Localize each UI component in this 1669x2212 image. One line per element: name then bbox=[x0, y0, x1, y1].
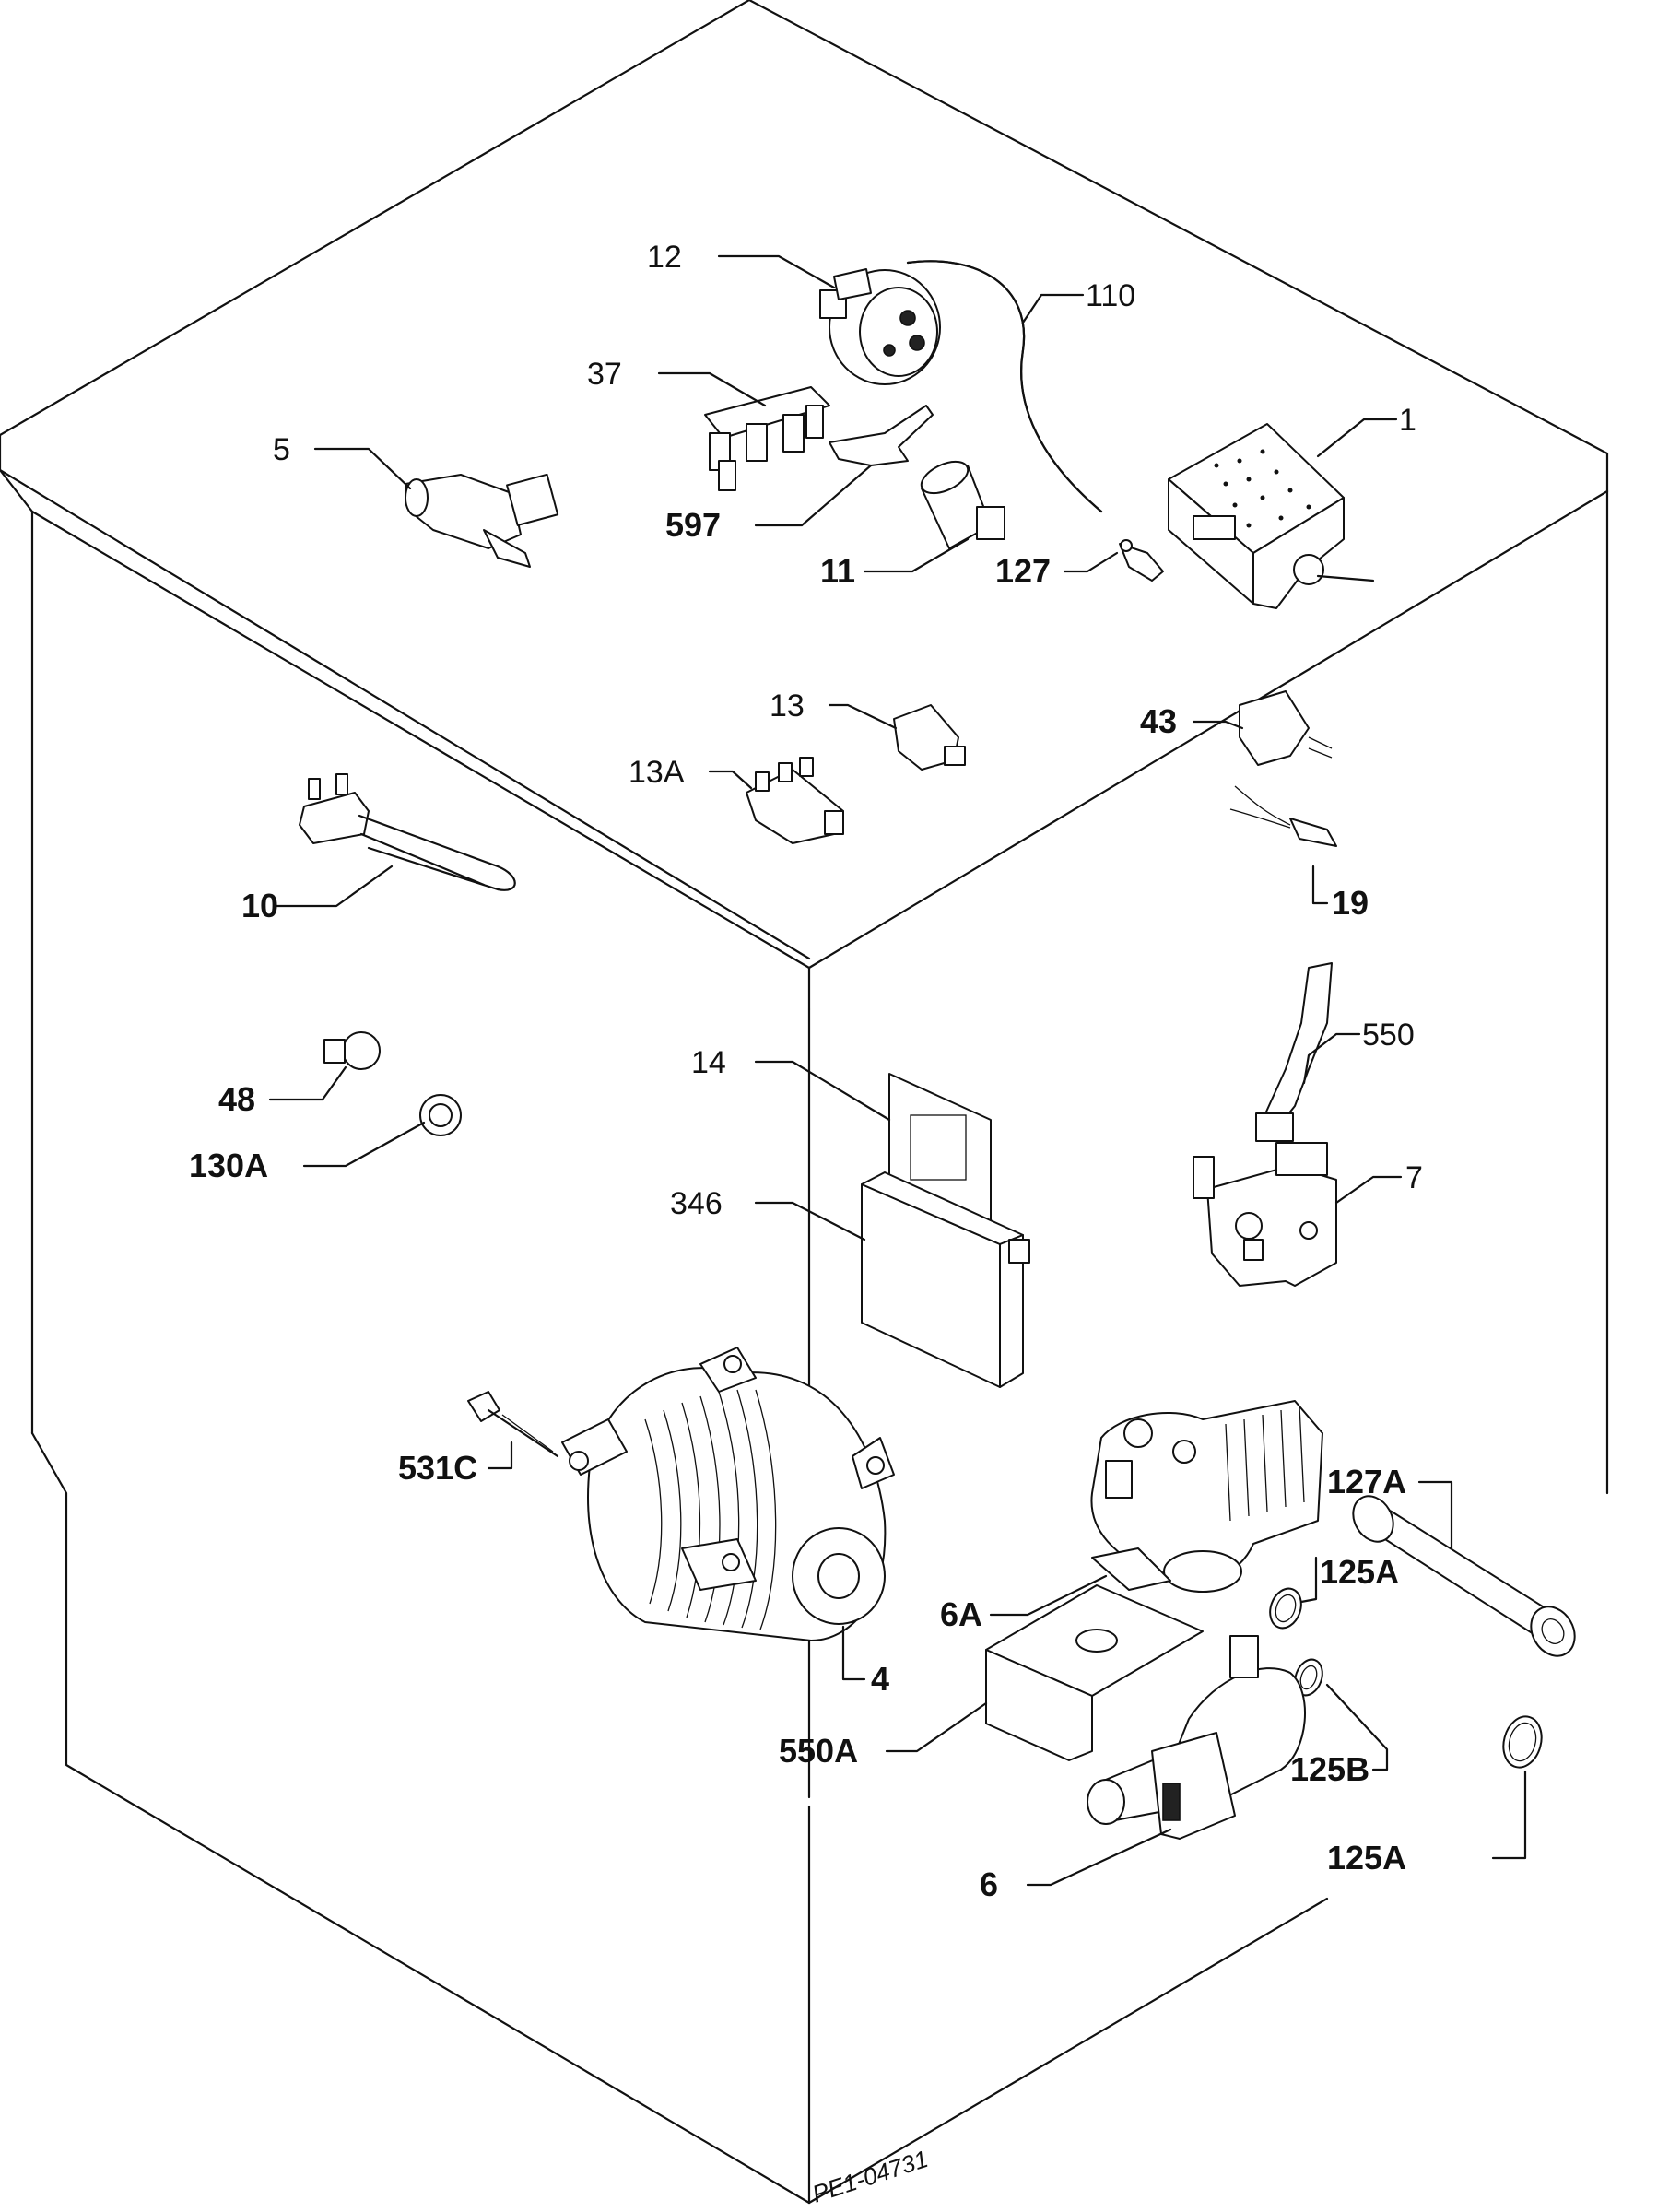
callout-125b: 125B bbox=[1290, 1750, 1369, 1788]
callout-19: 19 bbox=[1332, 884, 1369, 922]
callout-43: 43 bbox=[1140, 702, 1177, 740]
part-37-terminal-block bbox=[704, 386, 830, 491]
part-4-motor bbox=[561, 1347, 895, 1641]
callout-127a: 127A bbox=[1327, 1463, 1406, 1500]
part-597-clip bbox=[829, 405, 934, 466]
part-13a-connector bbox=[746, 757, 844, 844]
callout-4: 4 bbox=[871, 1660, 889, 1698]
part-43-connector bbox=[1239, 690, 1333, 766]
callout-37: 37 bbox=[587, 357, 622, 392]
callout-127: 127 bbox=[995, 552, 1051, 590]
part-127-connector bbox=[1119, 539, 1164, 582]
callout-10: 10 bbox=[241, 887, 278, 924]
part-48-switch bbox=[323, 1031, 381, 1070]
drawing-code: PE1-04731 bbox=[809, 2145, 932, 2208]
part-550a-bracket bbox=[985, 1584, 1204, 1761]
callout-13: 13 bbox=[770, 688, 805, 724]
callout-13a: 13A bbox=[629, 755, 685, 790]
callout-14: 14 bbox=[691, 1045, 726, 1080]
part-19-sensor bbox=[1229, 785, 1337, 847]
part-5-valve bbox=[405, 473, 559, 568]
callout-130a: 130A bbox=[189, 1147, 268, 1184]
part-125b-ring bbox=[1294, 1658, 1323, 1697]
callout-550a: 550A bbox=[779, 1732, 858, 1770]
cabinet-outline bbox=[0, 0, 1609, 2205]
part-11-capacitor bbox=[920, 460, 1005, 549]
part-531c-bolt bbox=[467, 1391, 559, 1458]
part-346-box bbox=[861, 1171, 1030, 1388]
part-10-heater bbox=[299, 773, 516, 891]
part-130a-nut bbox=[419, 1094, 462, 1136]
callout-48: 48 bbox=[218, 1080, 255, 1118]
callout-597: 597 bbox=[665, 506, 721, 544]
callout-125a-lower: 125A bbox=[1327, 1839, 1406, 1877]
part-6a-pump-housing bbox=[1090, 1400, 1323, 1593]
leader-lines bbox=[268, 254, 1527, 1887]
part-7-door-lock bbox=[1193, 1142, 1337, 1287]
callout-110: 110 bbox=[1086, 278, 1135, 313]
callout-5: 5 bbox=[273, 432, 290, 467]
part-550-lever bbox=[1255, 962, 1333, 1142]
part-1-timer bbox=[1168, 423, 1375, 609]
callout-11: 11 bbox=[820, 552, 855, 590]
callout-346: 346 bbox=[670, 1186, 723, 1221]
part-127a-tube bbox=[1352, 1495, 1576, 1657]
callout-550: 550 bbox=[1362, 1018, 1415, 1053]
part-13-connector bbox=[893, 704, 966, 771]
callout-1: 1 bbox=[1399, 403, 1416, 438]
part-6-drain-pump bbox=[1087, 1635, 1306, 1840]
part-110-hose bbox=[906, 260, 1103, 513]
callout-7: 7 bbox=[1405, 1160, 1423, 1195]
callout-12: 12 bbox=[647, 240, 682, 275]
callout-531c: 531C bbox=[398, 1449, 477, 1487]
part-125a-upper-ring bbox=[1269, 1587, 1302, 1630]
callout-125a-upper: 125A bbox=[1320, 1553, 1399, 1591]
part-12-pressure-switch bbox=[819, 268, 941, 385]
part-125a-lower-ring bbox=[1502, 1715, 1543, 1769]
callout-6a: 6A bbox=[940, 1595, 982, 1633]
callout-6: 6 bbox=[980, 1865, 998, 1903]
